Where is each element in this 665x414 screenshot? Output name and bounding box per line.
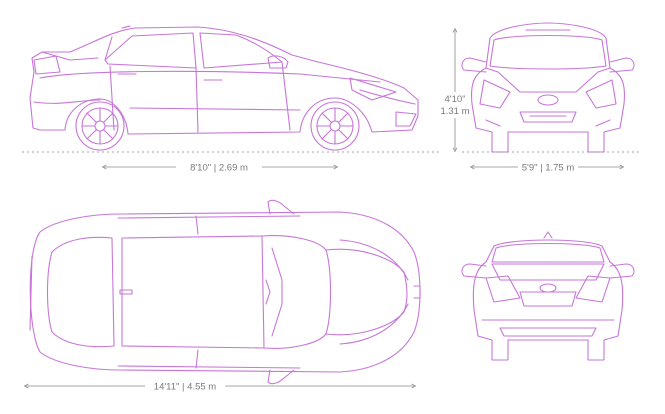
side-view [29, 25, 419, 151]
length-label: 14'11" | 4.55 m [154, 382, 216, 393]
width-label: 5'9" | 1.75 m [522, 163, 575, 174]
wheelbase-label: 8'10" | 2.69 m [190, 163, 248, 174]
height-metric-label: 1.31 m [440, 106, 469, 117]
dimension-lines [22, 30, 640, 386]
front-view [461, 22, 635, 153]
rear-view [461, 231, 635, 361]
height-imperial-label: 4'10" [444, 94, 465, 105]
top-view [29, 199, 421, 385]
